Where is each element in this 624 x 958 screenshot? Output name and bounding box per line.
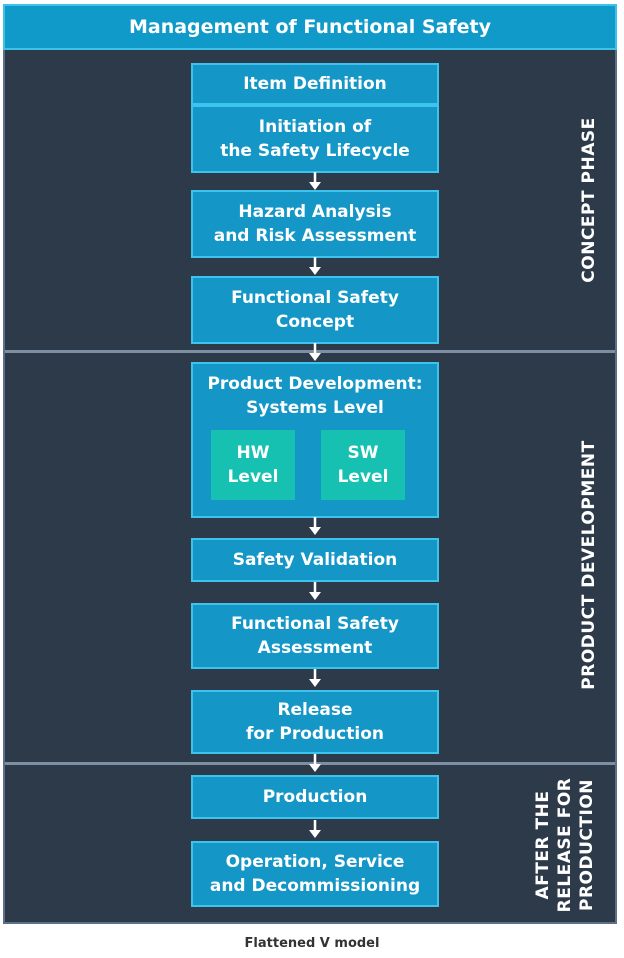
arrow-down-icon (309, 820, 321, 838)
initiation-label: Initiation of the Safety Lifecycle (220, 117, 410, 161)
box-release-for-production: Release for Production (191, 690, 439, 754)
box-initiation-safety-lifecycle: Initiation of the Safety Lifecycle (191, 105, 439, 173)
systems-level-label: Product Development: Systems Level (207, 374, 423, 418)
sw-level-label: SW Level (337, 443, 389, 487)
phase-label-after-release: AFTER THE RELEASE FOR PRODUCTION (533, 777, 597, 913)
header-management-of-functional-safety: Management of Functional Safety (3, 4, 617, 50)
box-safety-validation: Safety Validation (191, 538, 439, 582)
assessment-label: Functional Safety Assessment (231, 614, 399, 658)
box-item-definition: Item Definition (191, 63, 439, 105)
production-label: Production (262, 787, 368, 807)
safety-validation-label: Safety Validation (232, 550, 398, 570)
arrow-down-icon (309, 582, 321, 600)
figure-caption: Flattened V model (244, 936, 380, 951)
phase-label-product-development: PRODUCT DEVELOPMENT (579, 440, 599, 690)
box-functional-safety-concept: Functional Safety Concept (191, 276, 439, 344)
arrow-down-icon (309, 517, 321, 535)
release-label: Release for Production (246, 700, 384, 744)
arrow-down-icon (309, 754, 321, 772)
arrow-down-icon (309, 343, 321, 361)
box-operation-service-decommissioning: Operation, Service and Decommissioning (191, 841, 439, 907)
box-sw-level: SW Level (321, 430, 405, 500)
phase-label-concept: CONCEPT PHASE (579, 117, 599, 283)
box-production: Production (191, 775, 439, 819)
arrow-down-icon (309, 172, 321, 190)
arrow-down-icon (309, 669, 321, 687)
phase-divider-development (5, 762, 615, 765)
hw-level-label: HW Level (227, 443, 279, 487)
arrow-down-icon (309, 257, 321, 275)
fsc-label: Functional Safety Concept (231, 288, 399, 332)
item-definition-label: Item Definition (243, 74, 387, 94)
hazard-label: Hazard Analysis and Risk Assessment (213, 202, 417, 246)
header-title: Management of Functional Safety (128, 16, 491, 38)
operation-label: Operation, Service and Decommissioning (209, 852, 421, 896)
phase-divider-concept (5, 350, 615, 353)
box-functional-safety-assessment: Functional Safety Assessment (191, 603, 439, 669)
box-product-development-systems-level: Product Development: Systems Level HW Le… (191, 362, 439, 518)
box-hw-level: HW Level (211, 430, 295, 500)
box-hazard-analysis: Hazard Analysis and Risk Assessment (191, 190, 439, 258)
